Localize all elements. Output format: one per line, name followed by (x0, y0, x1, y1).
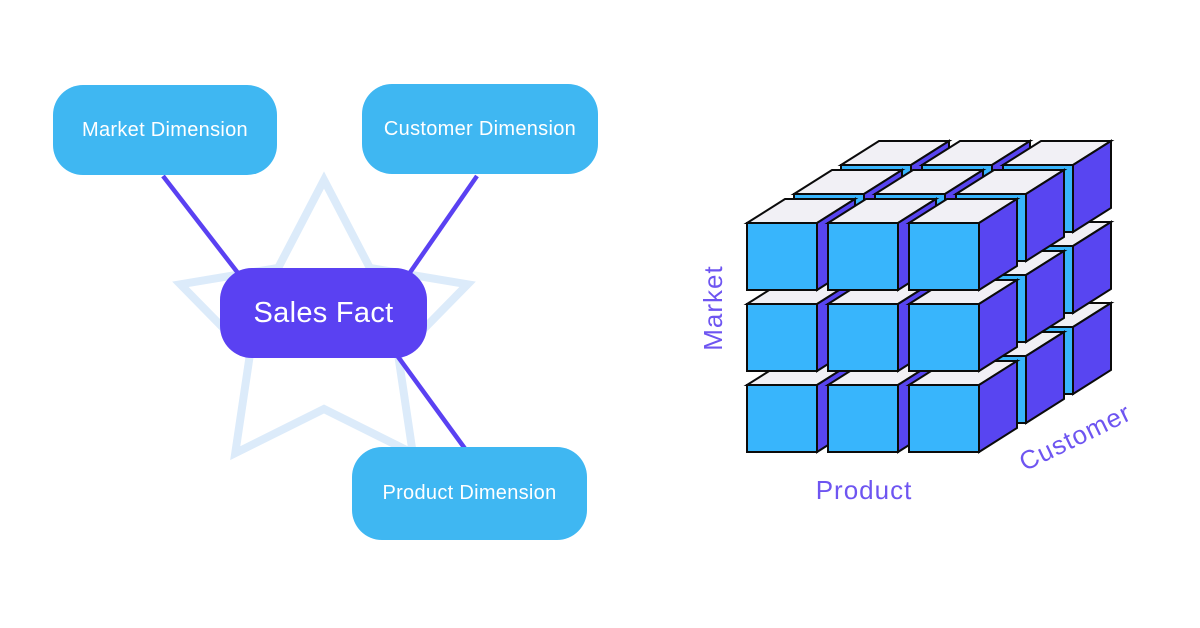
node-market-dimension: Market Dimension (53, 85, 277, 175)
node-product-dimension: Product Dimension (352, 447, 587, 540)
node-label: Product Dimension (382, 482, 557, 504)
node-label: Customer Dimension (383, 117, 577, 140)
cube-axis-product-label: Product (815, 475, 913, 505)
star-outline-shape (172, 171, 476, 461)
node-label: Sales Fact (253, 296, 394, 329)
cube-axis-market-label: Market (698, 265, 728, 351)
node-customer-dimension: Customer Dimension (362, 84, 598, 174)
connector-lines (161, 174, 479, 452)
olap-cube-3d (743, 139, 1115, 454)
node-label: Market Dimension (82, 118, 248, 141)
node-sales-fact: Sales Fact (220, 268, 427, 358)
